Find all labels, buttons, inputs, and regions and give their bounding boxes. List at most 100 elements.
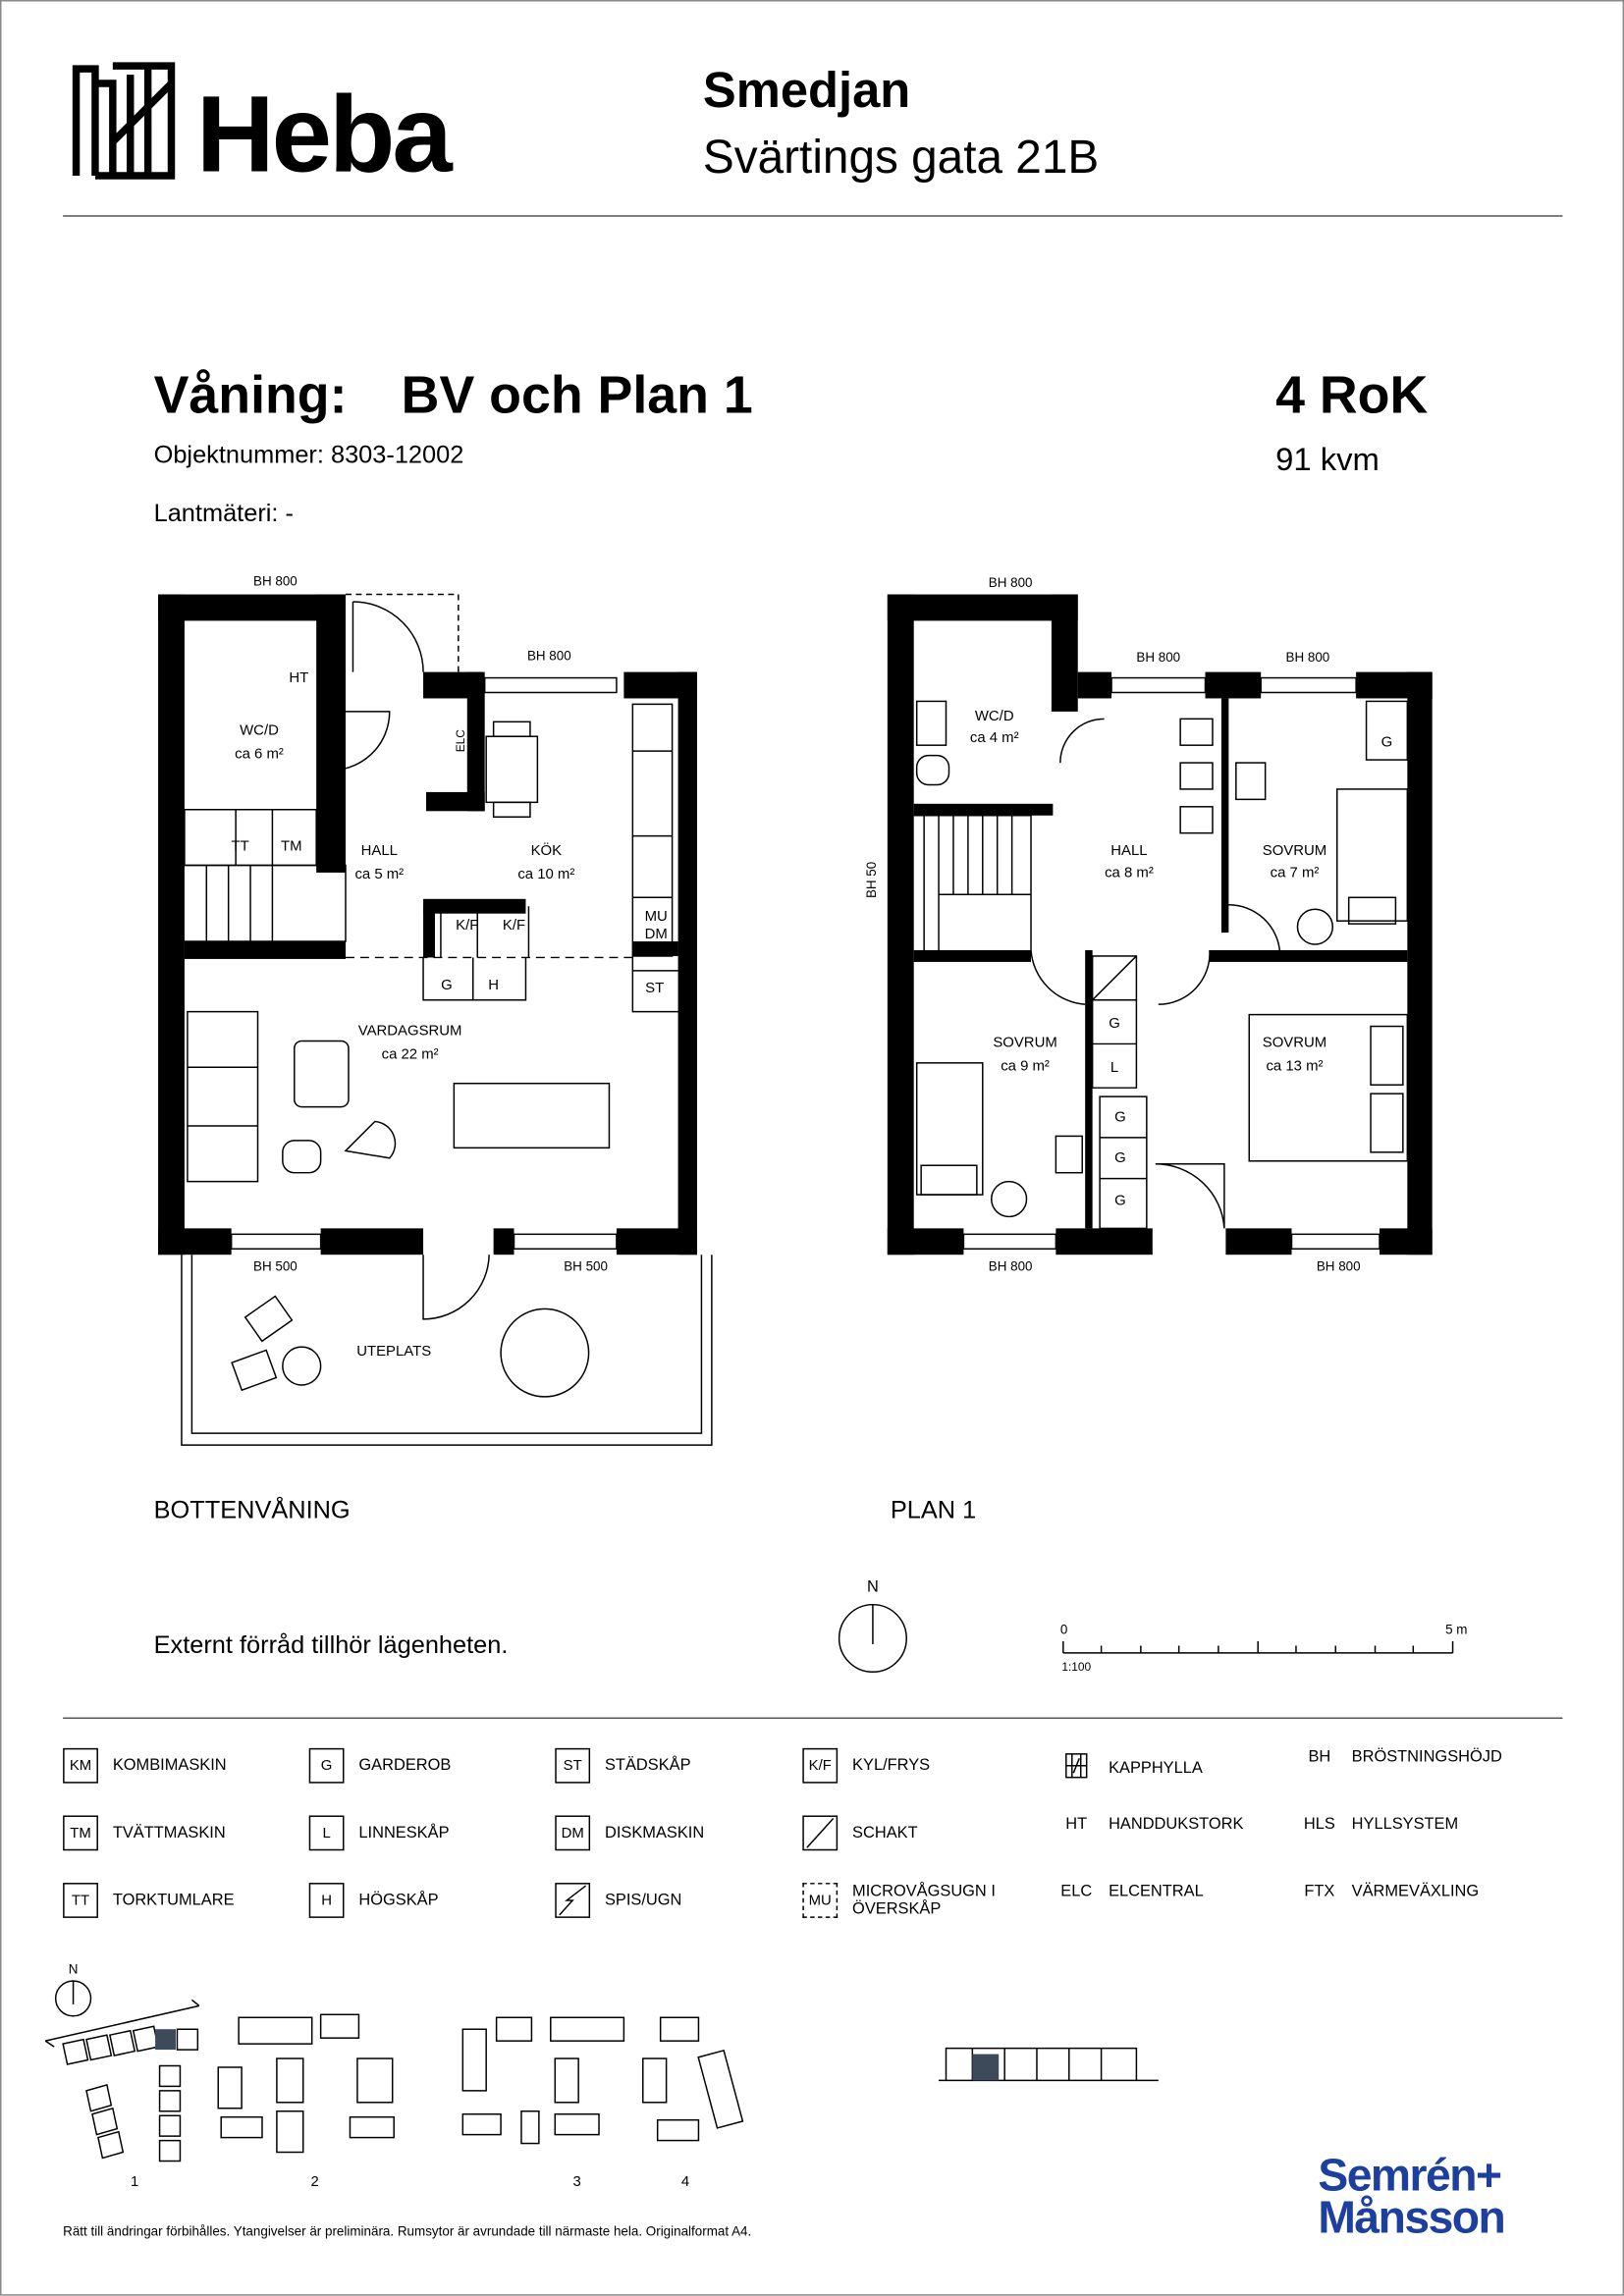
plan-label: BH 500 — [253, 1259, 298, 1274]
legend-label: HYLLSYSTEM — [1351, 1815, 1459, 1834]
legend-label: ELCENTRAL — [1109, 1883, 1204, 1900]
legend-item: SCHAKT — [802, 1815, 918, 1851]
plan-label: BH 800 — [1136, 650, 1180, 665]
upper-floor-plan: BH 800 BH 800 BH 800 BH 50 BH 800 BH 800 — [864, 575, 1433, 1274]
upper-floor-title: PLAN 1 — [890, 1496, 977, 1524]
plan-label: Semrén+ — [1318, 2149, 1502, 2201]
legend-symbol-icon: G — [308, 1747, 345, 1784]
plan-label: HT — [289, 670, 308, 686]
legend-symbol-icon: ELC — [1060, 1883, 1093, 1900]
plan-label: 5 m — [1445, 1623, 1467, 1637]
legend-item: HT HANDDUKSTORK — [1058, 1815, 1243, 1833]
room-area: ca 13 m² — [1266, 1058, 1323, 1074]
address: Svärtings gata 21B — [702, 130, 1100, 184]
legend-symbol-icon: DM — [555, 1815, 591, 1851]
elevation-key — [939, 2047, 1159, 2082]
legend-label: TORKTUMLARE — [112, 1892, 235, 1909]
logo-text: Heba — [196, 75, 455, 181]
room-area: ca 4 m² — [970, 730, 1019, 746]
plan-label: MU — [645, 909, 668, 925]
legend-symbol-icon — [1058, 1748, 1094, 1788]
legend-label: KAPPHYLLA — [1109, 1759, 1203, 1777]
plan-label: L — [1110, 1060, 1118, 1076]
project-name: Smedjan — [702, 63, 911, 119]
plan-label: BH 500 — [564, 1259, 608, 1274]
storage-note: Externt förråd tillhör lägenheten. — [153, 1630, 509, 1659]
legend-symbol-icon: HT — [1065, 1815, 1088, 1834]
plan-label: H — [488, 978, 499, 993]
site-plan: N 1 2 3 4 — [44, 1962, 744, 2190]
plan-label: ELC — [454, 729, 467, 753]
legend-label: MICROVÅGSUGN I ÖVERSKÅP — [852, 1883, 996, 1918]
legend-label: SCHAKT — [852, 1824, 918, 1842]
legend-label: HANDDUKSTORK — [1109, 1815, 1244, 1834]
legend-label: KOMBIMASKIN — [112, 1756, 227, 1775]
scale-bar: 0 5 m 1:100 — [1060, 1623, 1468, 1674]
plan-label: G — [1114, 1150, 1126, 1166]
room-area: ca 5 m² — [354, 867, 404, 882]
legend-item: KAPPHYLLA — [1058, 1748, 1203, 1788]
room-area: ca 9 m² — [1001, 1058, 1050, 1074]
apartment-type: 4 RoK — [1275, 364, 1429, 425]
plan-label: N — [69, 1962, 79, 1977]
room-area: ca 10 m² — [517, 867, 574, 882]
legend-label: HÖGSKÅP — [358, 1892, 439, 1909]
legend-symbol-icon: TM — [63, 1815, 98, 1851]
legend-symbol-icon: TT — [63, 1883, 98, 1918]
legend-item: MU MICROVÅGSUGN I ÖVERSKÅP — [802, 1883, 1013, 1918]
legend-label: DISKMASKIN — [604, 1824, 705, 1842]
legend-item: K/F KYL/FRYS — [802, 1747, 931, 1784]
plan-label: BH 800 — [989, 1259, 1033, 1274]
divider — [63, 1717, 1563, 1720]
legend-symbol-icon: H — [308, 1883, 345, 1918]
room-name: VARDAGSRUM — [358, 1023, 462, 1039]
legend-symbol-icon: FTX — [1304, 1883, 1335, 1900]
ground-floor-plan: BH 800 BH 800 BH 500 BH 500 — [158, 574, 713, 1446]
plan-label: DM — [645, 927, 668, 942]
legend-symbol-icon: HLS — [1303, 1815, 1335, 1834]
legend-symbol-icon: K/F — [802, 1747, 839, 1784]
plan-label: G — [1109, 1016, 1120, 1032]
legend-item: ELC ELCENTRAL — [1058, 1883, 1203, 1900]
room-name: SOVRUM — [1263, 843, 1326, 859]
legend-label: GARDEROB — [358, 1756, 452, 1775]
legend-label: BRÖSTNINGSHÖJD — [1351, 1747, 1502, 1766]
ground-floor-title: BOTTENVÅNING — [153, 1496, 351, 1524]
room-name: HALL — [361, 843, 398, 859]
plan-label: TM — [281, 839, 302, 855]
disclaimer: Rätt till ändringar förbihålles. Ytangiv… — [63, 2223, 752, 2239]
room-name: SOVRUM — [1263, 1035, 1326, 1050]
plan-label: K/F — [456, 918, 478, 934]
plan-label: 0 — [1060, 1623, 1067, 1637]
room-name: WC/D — [975, 709, 1014, 724]
site-number: 4 — [681, 2174, 689, 2190]
plan-label: Månsson — [1318, 2191, 1505, 2243]
legend-item: H HÖGSKÅP — [308, 1883, 439, 1918]
plan-label: BH 800 — [253, 574, 298, 589]
legend-symbol-icon — [555, 1883, 591, 1918]
site-number: 3 — [573, 2174, 581, 2190]
plan-label: BH 800 — [1286, 650, 1330, 665]
legend-label: VÄRMEVÄXLING — [1351, 1883, 1480, 1900]
legend-label: TVÄTTMASKIN — [112, 1824, 226, 1842]
plan-label: BH 800 — [1317, 1259, 1361, 1274]
plan-label: ST — [645, 981, 664, 996]
legend-label: KYL/FRYS — [852, 1756, 931, 1775]
site-number: 2 — [311, 2174, 319, 2190]
legend-label: STÄDSKÅP — [604, 1756, 691, 1775]
room-area: ca 22 m² — [382, 1046, 439, 1062]
legend-item: FTX VÄRMEVÄXLING — [1302, 1883, 1479, 1900]
legend-symbol-icon: MU — [802, 1883, 839, 1918]
architect-logo: Semrén+Månsson — [1318, 2149, 1505, 2243]
apartment-area: 91 kvm — [1275, 440, 1380, 478]
plan-label: G — [441, 978, 453, 993]
room-area: ca 8 m² — [1105, 865, 1154, 881]
survey: Lantmäteri: - — [153, 499, 294, 527]
plan-label: N — [867, 1577, 879, 1595]
room-name: HALL — [1110, 843, 1147, 859]
plan-label: BH 50 — [864, 862, 879, 898]
